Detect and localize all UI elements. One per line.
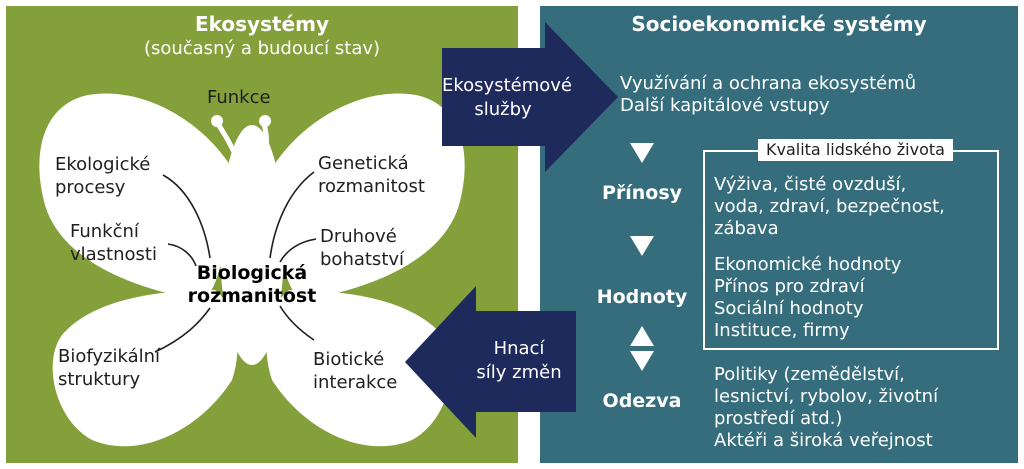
values-text: Ekonomické hodnoty Přínos pro zdraví Soc… xyxy=(714,254,902,341)
down-triangle-4-icon xyxy=(630,351,654,371)
species-richness-label: Druhové bohatství xyxy=(320,226,405,270)
butterfly-upper-left-wing xyxy=(39,93,232,300)
connector-biotic-interactions xyxy=(279,305,315,341)
drivers-of-change-label: Hnací síly změn xyxy=(476,338,562,383)
drivers-of-change-arrow xyxy=(405,286,576,438)
biotic-interactions-label: Biotické interakce xyxy=(313,349,398,393)
stage-benefits: Přínosy xyxy=(601,182,683,204)
connector-functional-properties xyxy=(167,243,197,267)
stage-values: Hodnoty xyxy=(596,286,688,308)
down-triangle-1-icon xyxy=(630,143,654,163)
top-inputs-text: Využívání a ochrana ekosystémů Další kap… xyxy=(620,73,917,116)
functional-properties-label: Funkční vlastnosti xyxy=(70,221,157,265)
butterfly-body xyxy=(220,125,284,365)
connector-genetic-diversity xyxy=(269,171,315,259)
connector-ecological-processes xyxy=(162,174,211,259)
butterfly-antennae-icon xyxy=(215,122,270,167)
connector-species-richness xyxy=(279,238,317,263)
response-text: Politiky (zemědělství, lesnictví, rybolo… xyxy=(714,364,939,451)
socioeconomic-title: Socioekonomické systémy xyxy=(631,12,927,36)
ecosystem-services-label: Ekosystémové služby xyxy=(442,75,572,120)
antenna-tip-left xyxy=(211,115,223,127)
connector-lines xyxy=(154,171,317,353)
down-triangle-2-icon xyxy=(630,236,654,256)
genetic-diversity-label: Genetická rozmanitost xyxy=(318,153,425,197)
ecosystems-title: Ekosystémy xyxy=(194,12,329,36)
butterfly-upper-right-wing xyxy=(272,93,465,300)
biodiversity-center-label: Biologická rozmanitost xyxy=(187,262,317,307)
quality-of-life-title: Kvalita lidského života xyxy=(758,139,953,161)
up-triangle-3-icon xyxy=(630,326,654,346)
biophysical-structures-label: Biofyzikální struktury xyxy=(58,346,161,390)
connector-biophysical-structures xyxy=(154,307,211,353)
antenna-tip-right xyxy=(259,115,271,127)
butterfly-lower-right-wing xyxy=(266,290,452,447)
ecological-processes-label: Ekologické procesy xyxy=(55,154,151,198)
ecosystems-subtitle: (současný a budoucí stav) xyxy=(143,38,381,59)
benefits-text: Výživa, čisté ovzduší, voda, zdraví, bez… xyxy=(714,174,945,239)
function-label: Funkce xyxy=(207,87,271,108)
stage-response: Odezva xyxy=(602,390,682,412)
ecosystem-services-arrow xyxy=(442,22,618,172)
socioeconomic-panel xyxy=(540,6,1018,463)
